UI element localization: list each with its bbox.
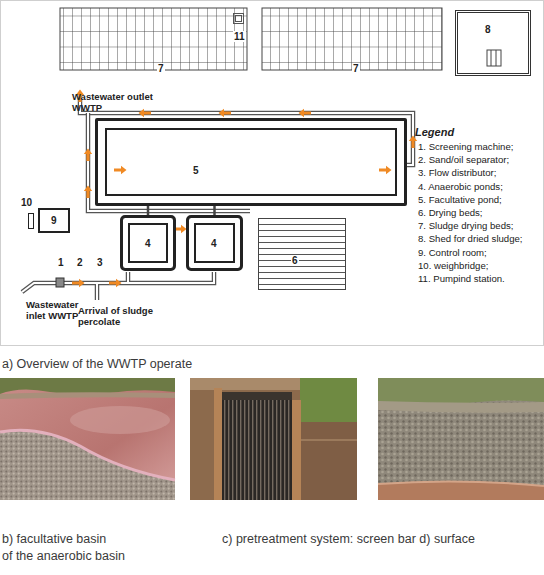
text-label: 2 [77,257,87,269]
callout-number: 10 [20,197,33,208]
legend-item: 7. Sludge drying beds; [418,220,513,232]
legend-item: 5. Facultative pond; [418,194,502,206]
text-label: Arrival of sludge percolate [78,306,158,328]
flow-arrows [72,90,417,288]
sludge-bed-grid [60,8,247,70]
figure-caption: b) facultative basin [2,532,182,546]
legend-item: 11. Pumpind station. [418,273,505,285]
drying-beds: 6 [258,218,346,290]
legend-item: 3. Flow distributor; [418,167,496,179]
sludge-bed-area: 7 [262,8,442,70]
legend-item: 2. Sand/oil separator; [418,154,509,166]
callout-number: 4 [210,238,218,249]
legend-title: Legend [415,126,535,139]
photo-facultative-basin [0,378,175,500]
legend-item: 4. Anaerobic ponds; [418,181,503,193]
callout-number: 6 [291,255,299,266]
figure-frame [1,1,544,346]
callout-number: 8 [484,24,492,35]
legend-item: 10. weighbridge; [418,260,488,272]
pipe-connector [147,206,150,215]
legend-item: 8. Shed for dried sludge; [418,233,523,245]
callout-number: 7 [352,63,360,74]
figure-caption: of the anaerobic basin [2,549,202,563]
photo-screen-bar [190,378,357,500]
callout-number: 4 [144,238,152,249]
pipe-network [22,100,413,300]
sludge-bed-area: 7 [60,8,247,70]
callout-number: 5 [192,165,200,176]
text-label: 3 [97,257,107,269]
anaerobic-pond: 4 [120,215,176,271]
control-room: 9 [38,208,70,233]
text-label: Wastewater outlet WWTP [72,92,164,114]
legend-item: 6. Drying beds; [418,207,483,219]
facultative-pond: 5 [95,118,407,206]
text-label: Wastewater inlet WWTP [26,300,86,322]
screen-symbol [56,278,64,287]
anaerobic-pond: 4 [186,215,243,271]
sludge-bed-grid [262,8,442,70]
photo-pond-surface [378,378,544,500]
legend-item: 9. Control room; [418,247,487,259]
legend-item: 1. Screening machine; [418,141,513,153]
pipe-connector [213,206,216,215]
shed-detail [487,50,501,66]
weighbridge: 10 [28,213,34,229]
figure-caption: c) pretreatment system: screen bar d) su… [222,532,544,546]
figure-caption: a) Overview of the WWTP operate [2,357,302,371]
callout-number: 9 [50,215,58,226]
pump-station: 11 [233,13,244,24]
callout-number: 11 [233,31,246,42]
callout-number: 7 [157,63,165,74]
text-label: 1 [58,257,68,269]
shed-box: 8 [455,10,531,76]
